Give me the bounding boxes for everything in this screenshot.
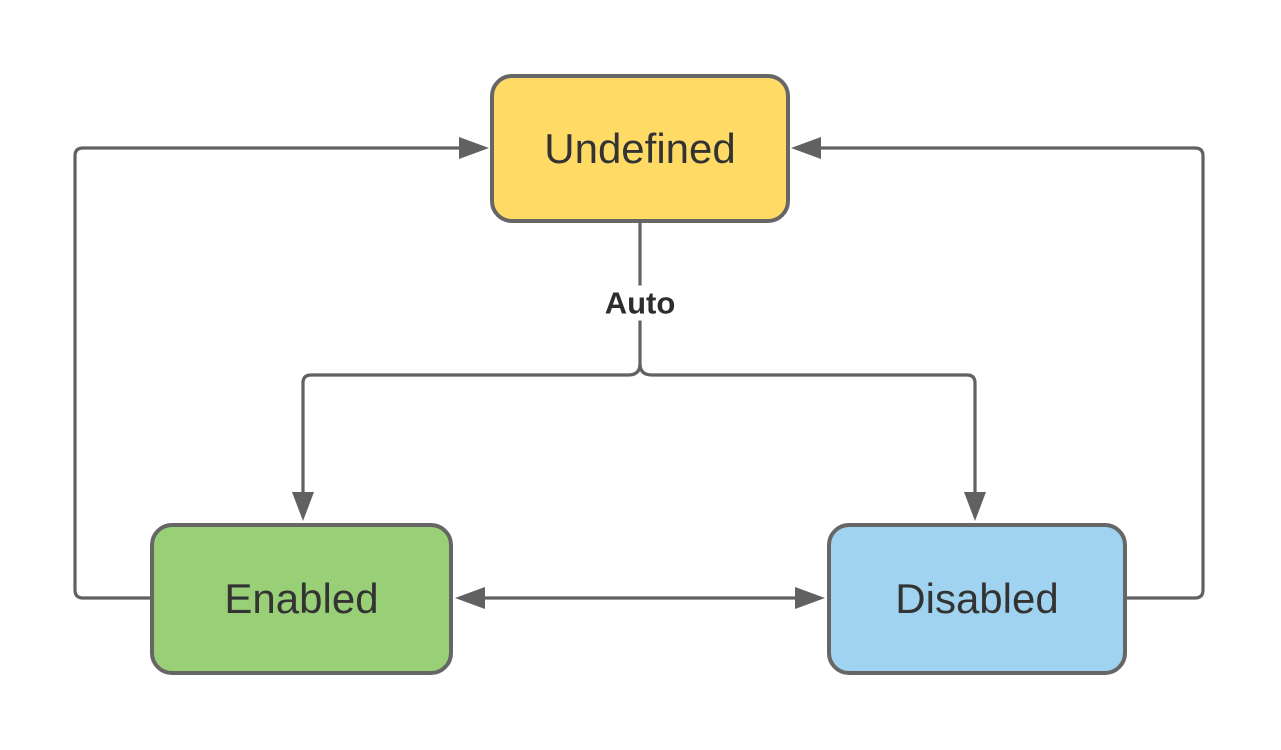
arrowhead-into-disabled-top-icon (964, 492, 986, 521)
arrowhead-into-enabled-top-icon (292, 492, 314, 521)
state-node-disabled: Disabled (827, 523, 1127, 675)
edge-enabled-to-undefined (73, 146, 461, 600)
state-node-undefined: Undefined (490, 74, 790, 223)
edge-label-auto: Auto (596, 285, 684, 321)
state-label-undefined: Undefined (544, 124, 736, 172)
arrowhead-into-enabled-right-icon (455, 587, 485, 609)
edge-disabled-to-undefined (819, 146, 1205, 600)
state-label-enabled: Enabled (224, 575, 379, 622)
arrowhead-into-disabled-left-icon (795, 587, 825, 609)
arrowhead-into-undefined-right-icon (791, 137, 821, 159)
state-node-enabled: Enabled (150, 523, 453, 675)
arrowhead-into-undefined-left-icon (459, 137, 489, 159)
edge-auto-to-enabled (301, 363, 642, 493)
edge-auto-to-disabled (638, 363, 977, 493)
state-label-disabled: Disabled (895, 575, 1059, 622)
